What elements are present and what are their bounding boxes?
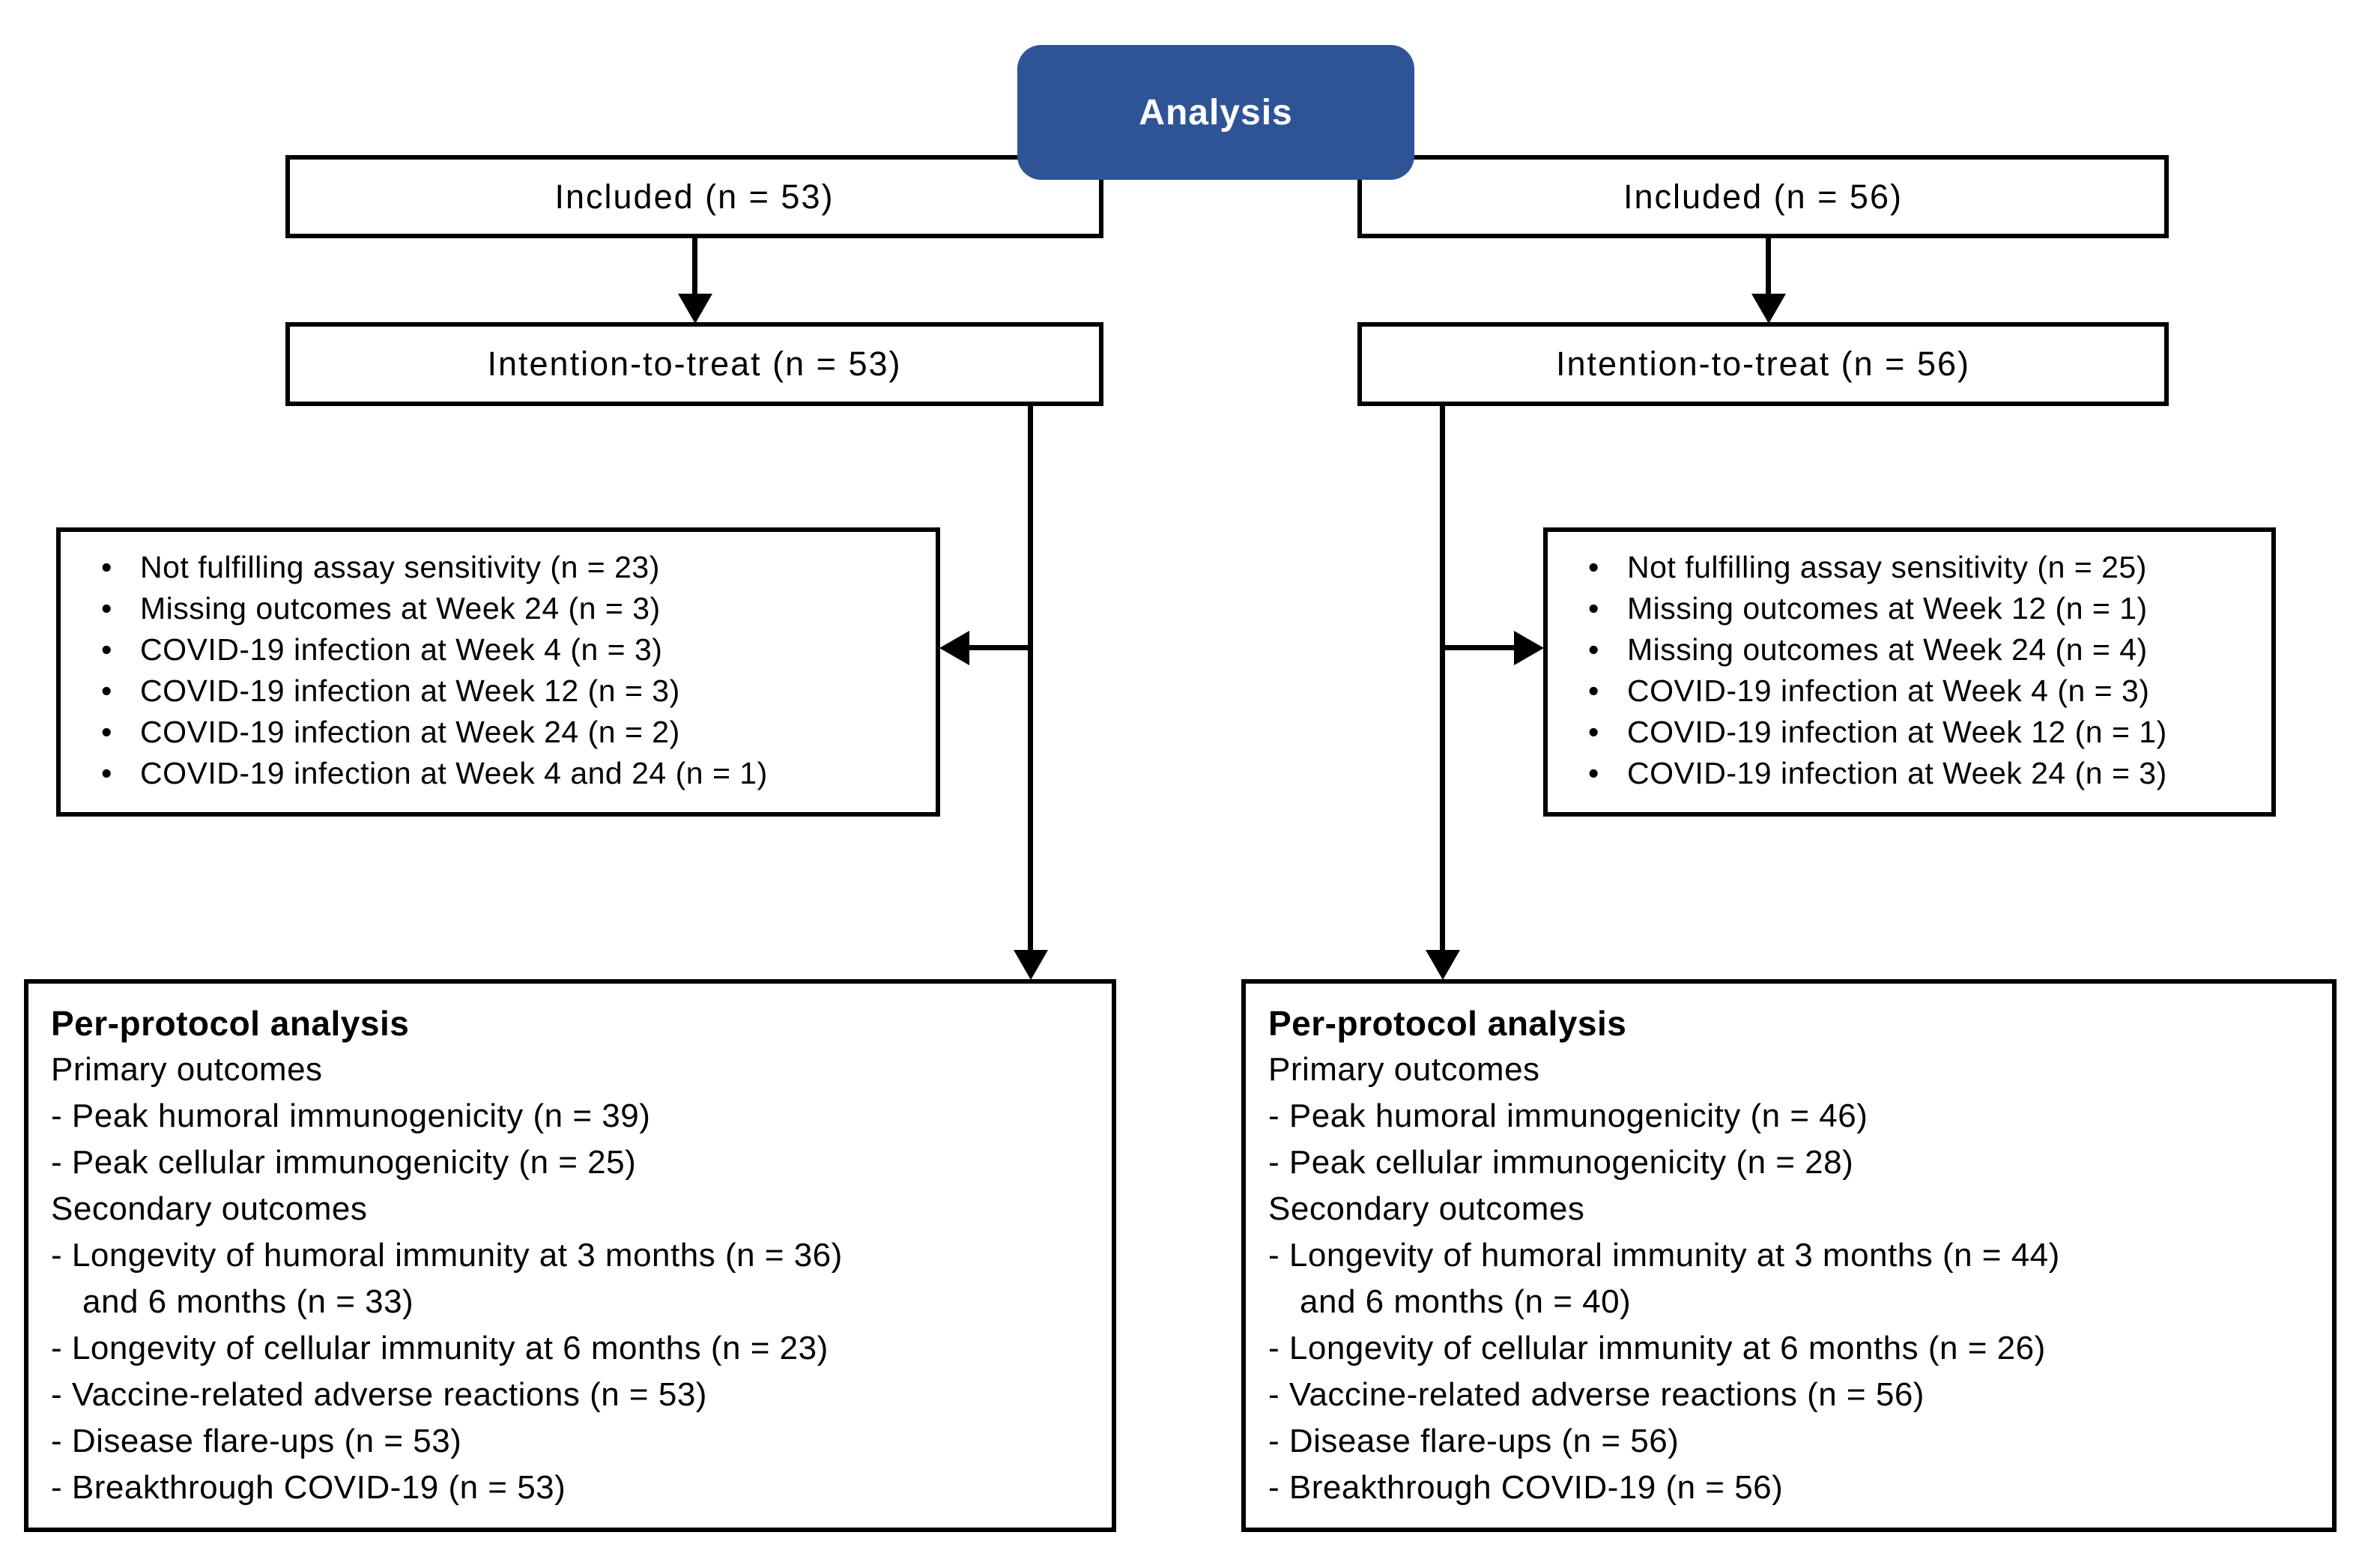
arrow-itt-to-per-protocol-left-shaft xyxy=(1028,406,1033,951)
exclusion-item: Not fulfilling assay sensitivity (n = 25… xyxy=(1582,547,2265,588)
analysis-header: Analysis xyxy=(1017,45,1414,180)
arrow-included-to-itt-left-head xyxy=(678,294,712,324)
arrow-included-to-itt-right-head xyxy=(1751,294,1786,324)
exclusion-item: COVID-19 infection at Week 24 (n = 2) xyxy=(95,712,930,753)
arrow-itt-to-per-protocol-right-head xyxy=(1426,950,1460,980)
included-box-left: Included (n = 53) xyxy=(285,155,1103,238)
exclusion-item: COVID-19 infection at Week 4 and 24 (n =… xyxy=(95,753,930,794)
arrow-to-exclusion-left-shaft xyxy=(969,645,1031,650)
included-label-right: Included (n = 56) xyxy=(1623,177,1903,216)
exclusion-item: Missing outcomes at Week 24 (n = 3) xyxy=(95,588,930,629)
exclusion-box-left: Not fulfilling assay sensitivity (n = 23… xyxy=(56,527,940,817)
arrow-to-exclusion-left-head xyxy=(939,631,969,665)
exclusion-item: COVID-19 infection at Week 12 (n = 3) xyxy=(95,671,930,712)
per-protocol-line: - Vaccine-related adverse reactions (n =… xyxy=(1268,1376,1925,1413)
per-protocol-line: - Longevity of cellular immunity at 6 mo… xyxy=(51,1330,829,1366)
per-protocol-box-right: Per-protocol analysis Primary outcomes - … xyxy=(1241,979,2337,1532)
exclusion-list-right: Not fulfilling assay sensitivity (n = 25… xyxy=(1548,532,2271,794)
exclusion-list-left: Not fulfilling assay sensitivity (n = 23… xyxy=(61,532,936,794)
itt-label-left: Intention-to-treat (n = 53) xyxy=(487,345,902,383)
per-protocol-line: - Disease flare-ups (n = 53) xyxy=(51,1423,462,1459)
per-protocol-line: and 6 months (n = 33) xyxy=(82,1283,414,1320)
per-protocol-lines-left: Primary outcomes - Peak humoral immunogen… xyxy=(51,1047,1106,1511)
per-protocol-lines-right: Primary outcomes - Peak humoral immunogen… xyxy=(1268,1047,2326,1511)
per-protocol-line: Secondary outcomes xyxy=(51,1190,368,1227)
per-protocol-line: - Longevity of humoral immunity at 3 mon… xyxy=(1268,1237,2060,1274)
itt-label-right: Intention-to-treat (n = 56) xyxy=(1555,345,1971,383)
per-protocol-box-left: Per-protocol analysis Primary outcomes - … xyxy=(24,979,1116,1532)
per-protocol-line: - Breakthrough COVID-19 (n = 56) xyxy=(1268,1469,1784,1506)
intention-to-treat-box-left: Intention-to-treat (n = 53) xyxy=(285,322,1103,406)
per-protocol-line: Primary outcomes xyxy=(1268,1051,1540,1088)
per-protocol-line: - Vaccine-related adverse reactions (n =… xyxy=(51,1376,707,1413)
per-protocol-line: - Disease flare-ups (n = 56) xyxy=(1268,1423,1680,1459)
per-protocol-line: and 6 months (n = 40) xyxy=(1300,1283,1632,1320)
exclusion-item: COVID-19 infection at Week 4 (n = 3) xyxy=(95,629,930,671)
arrow-included-to-itt-right-shaft xyxy=(1766,238,1771,297)
analysis-title: Analysis xyxy=(1139,92,1293,133)
exclusion-item: COVID-19 infection at Week 24 (n = 3) xyxy=(1582,753,2265,794)
arrow-itt-to-per-protocol-left-head xyxy=(1014,950,1048,980)
per-protocol-heading-left: Per-protocol analysis xyxy=(51,1004,410,1043)
intention-to-treat-box-right: Intention-to-treat (n = 56) xyxy=(1357,322,2169,406)
exclusion-item: COVID-19 infection at Week 4 (n = 3) xyxy=(1582,671,2265,712)
per-protocol-line: Secondary outcomes xyxy=(1268,1190,1585,1227)
per-protocol-line: - Longevity of humoral immunity at 3 mon… xyxy=(51,1237,843,1274)
per-protocol-line: - Peak humoral immunogenicity (n = 46) xyxy=(1268,1098,1868,1134)
exclusion-box-right: Not fulfilling assay sensitivity (n = 25… xyxy=(1543,527,2276,817)
per-protocol-line: Primary outcomes xyxy=(51,1051,323,1088)
included-box-right: Included (n = 56) xyxy=(1357,155,2169,238)
exclusion-item: COVID-19 infection at Week 12 (n = 1) xyxy=(1582,712,2265,753)
per-protocol-line: - Peak cellular immunogenicity (n = 28) xyxy=(1268,1144,1854,1181)
exclusion-item: Missing outcomes at Week 24 (n = 4) xyxy=(1582,629,2265,671)
arrow-included-to-itt-left-shaft xyxy=(692,238,697,297)
per-protocol-line: - Breakthrough COVID-19 (n = 53) xyxy=(51,1469,566,1506)
arrow-to-exclusion-right-head xyxy=(1514,631,1544,665)
per-protocol-line: - Peak humoral immunogenicity (n = 39) xyxy=(51,1098,651,1134)
included-label-left: Included (n = 53) xyxy=(554,177,835,216)
arrow-itt-to-per-protocol-right-shaft xyxy=(1440,406,1445,951)
per-protocol-heading-right: Per-protocol analysis xyxy=(1268,1004,1627,1043)
arrow-to-exclusion-right-shaft xyxy=(1445,645,1514,650)
per-protocol-line: - Peak cellular immunogenicity (n = 25) xyxy=(51,1144,637,1181)
exclusion-item: Missing outcomes at Week 12 (n = 1) xyxy=(1582,588,2265,629)
exclusion-item: Not fulfilling assay sensitivity (n = 23… xyxy=(95,547,930,588)
per-protocol-line: - Longevity of cellular immunity at 6 mo… xyxy=(1268,1330,2046,1366)
